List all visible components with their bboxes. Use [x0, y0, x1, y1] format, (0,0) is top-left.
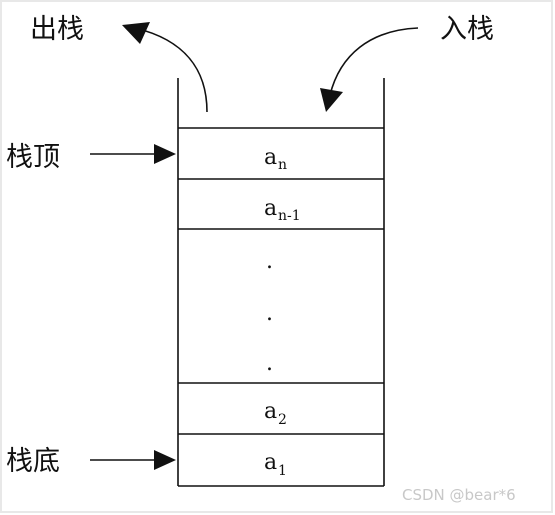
pop-label: 出栈: [30, 14, 84, 45]
push-arrow: [329, 27, 419, 96]
cell-subscript: n-1: [278, 208, 301, 224]
stack-top-arrowhead: [154, 144, 176, 164]
stack-bottom-label: 栈底: [6, 446, 60, 477]
push-label: 入栈: [440, 14, 494, 45]
push-arrowhead: [320, 88, 343, 112]
stack-top-label: 栈顶: [6, 142, 60, 173]
ellipsis-dot: .: [266, 249, 273, 274]
cell-base: a: [264, 450, 277, 475]
cell-a-n-minus-1: a n-1: [264, 196, 301, 224]
ellipsis-dot: .: [266, 301, 273, 326]
cell-subscript: n: [278, 157, 287, 173]
cell-a-2: a 2: [264, 399, 287, 428]
ellipsis-dot: .: [266, 351, 273, 376]
pop-arrow: [134, 27, 208, 113]
cell-base: a: [264, 196, 277, 221]
cell-subscript: 2: [278, 412, 287, 428]
pop-arrowhead: [122, 22, 150, 44]
watermark: CSDN @bear*6: [402, 486, 516, 504]
cell-base: a: [264, 399, 277, 424]
cell-subscript: 1: [278, 463, 287, 479]
stack-bottom-arrowhead: [154, 450, 176, 470]
cell-a-1: a 1: [264, 450, 287, 479]
cell-a-n: a n: [264, 145, 287, 173]
cell-base: a: [264, 145, 277, 170]
